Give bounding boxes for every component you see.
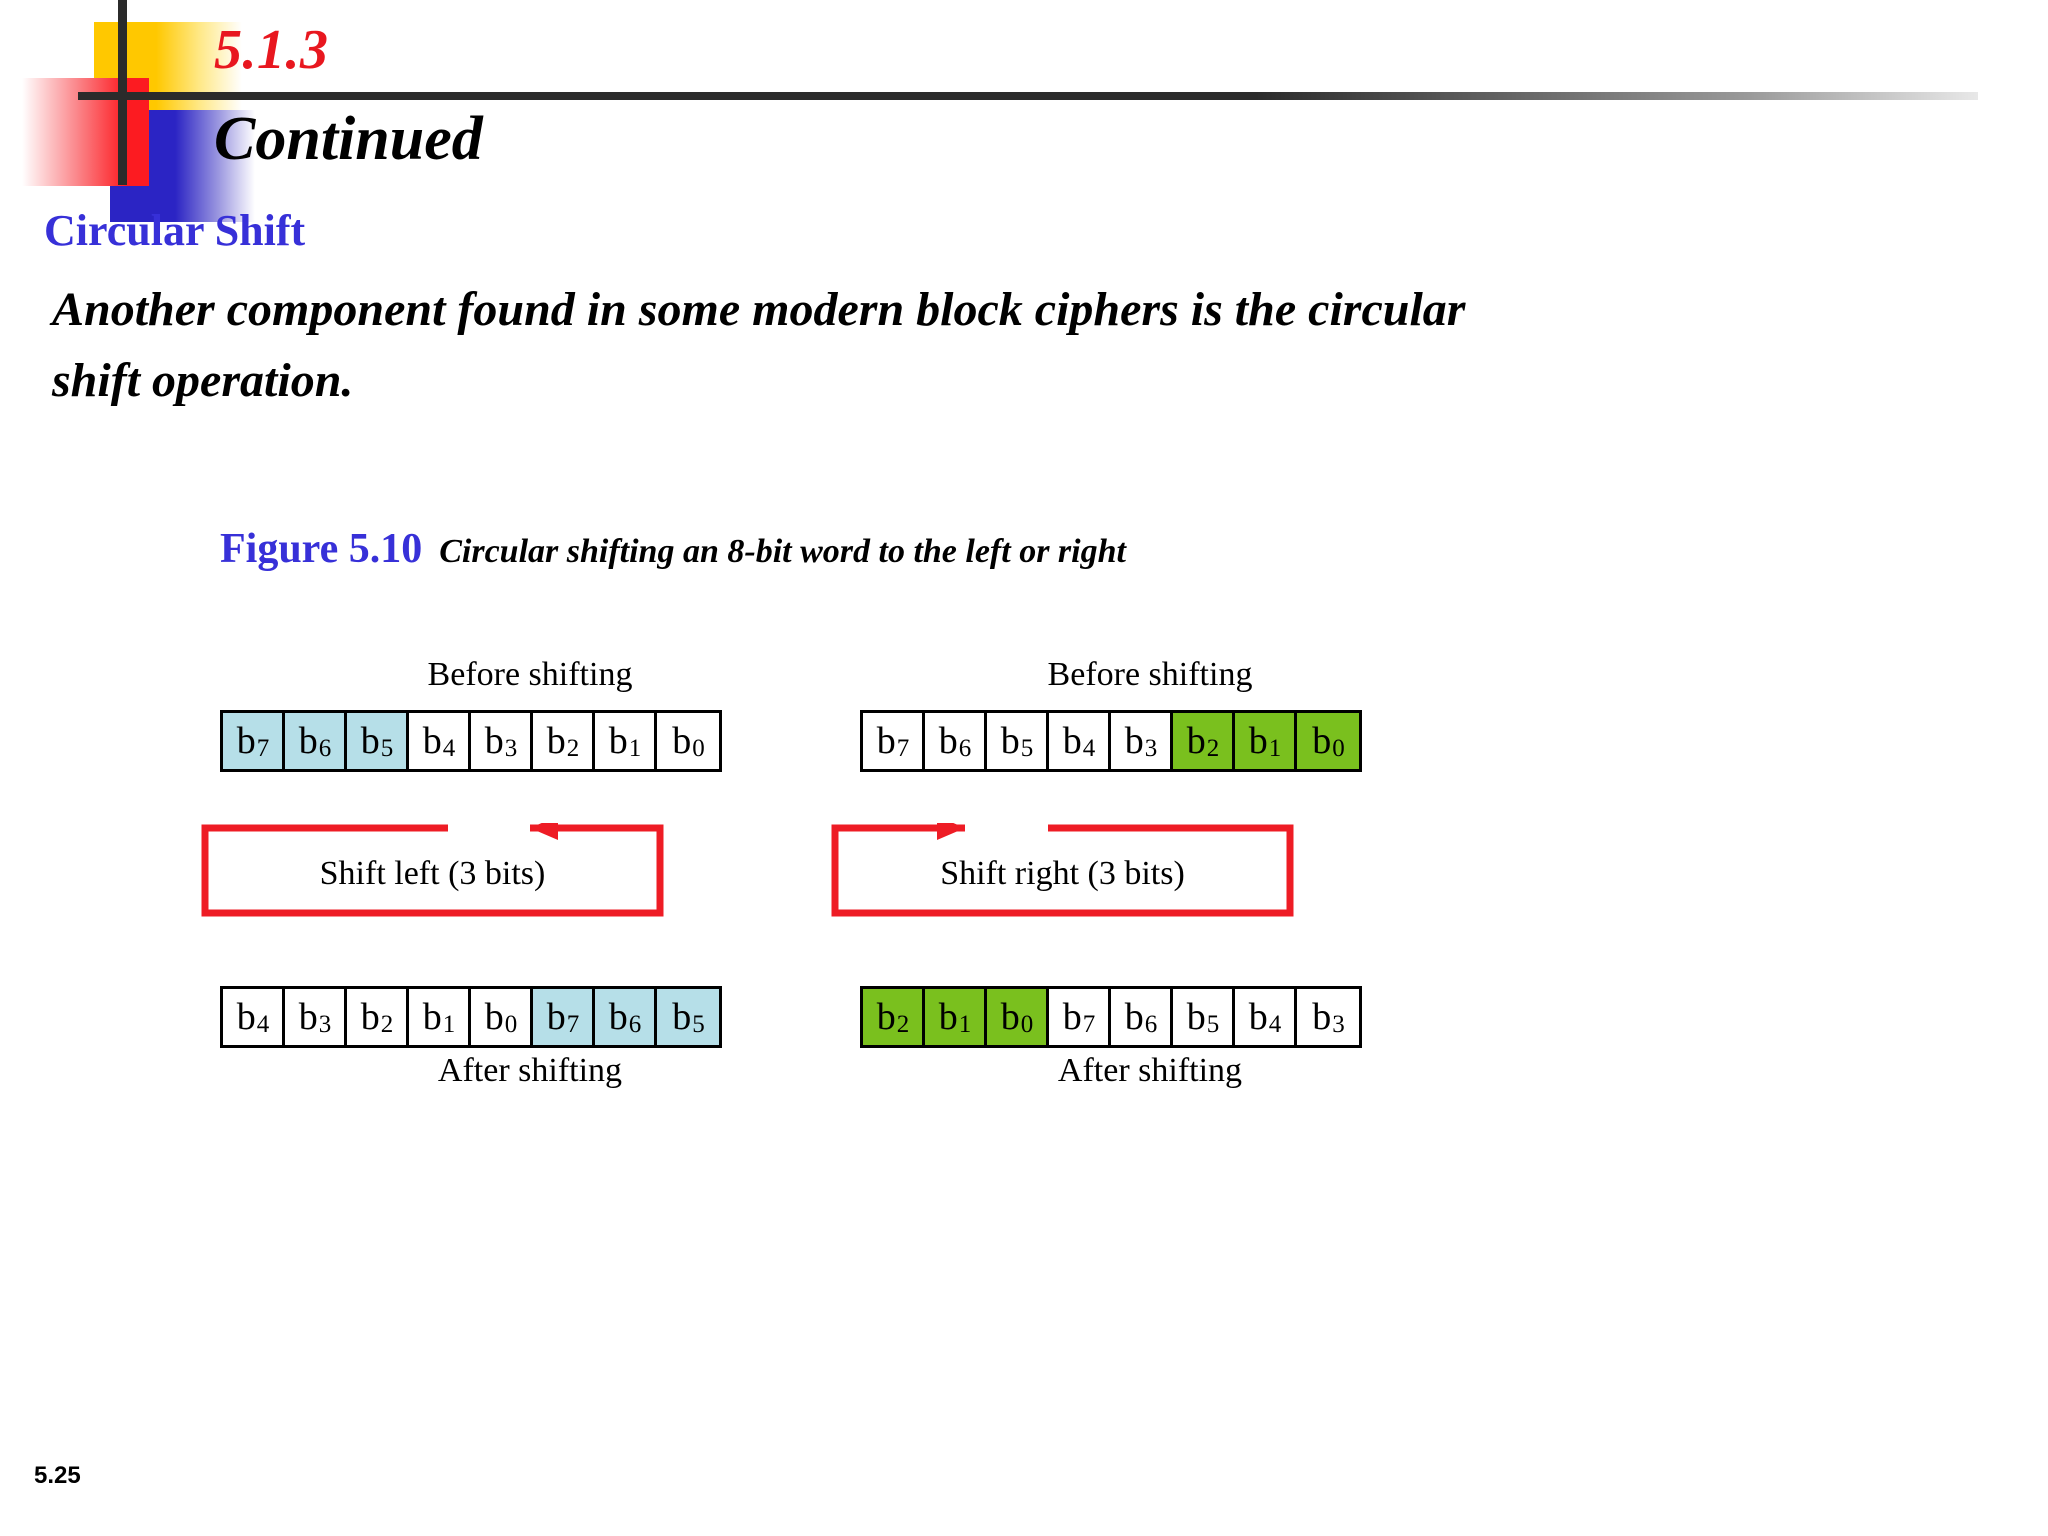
page-number: 5.25 [34,1462,81,1489]
page-title: Continued [214,105,483,173]
bit-index: 2 [380,1011,394,1038]
bit-index: 4 [1082,735,1096,762]
bit-index: 7 [566,1011,580,1038]
bit-index: 3 [504,735,518,762]
caption-after-shifting-left: After shifting [437,1052,623,1089]
bit-index: 4 [1268,1011,1282,1038]
header-logo-decoration [0,0,660,250]
shift-left-label: Shift left (3 bits) [319,855,546,892]
bit-index: 6 [318,735,332,762]
bit-index: 0 [1020,1011,1034,1038]
shift-right-loop: Shift right (3 bits) [830,823,1295,918]
bit-index: 1 [1268,735,1282,762]
bit-index: 0 [692,735,705,762]
section-number: 5.1.3 [214,19,329,81]
caption-after-shifting-right: After shifting [1057,1052,1243,1089]
bit-index: 7 [256,735,270,762]
shift-right-arrow-icon [831,823,1294,917]
bit-index: 1 [628,735,642,762]
bit-index: 3 [1144,735,1158,762]
bit-index: 6 [628,1011,642,1038]
bit-index: 4 [256,1011,270,1038]
bit-index: 3 [318,1011,332,1038]
figure-label: Figure 5.10 [220,526,423,572]
bit-index: 2 [566,735,580,762]
bit-index: 5 [692,1011,705,1038]
figure-caption: Figure 5.10 Circular shifting an 8-bit w… [220,524,1340,574]
bit-index: 0 [1332,735,1345,762]
caption-before-shifting-left: Before shifting [427,656,633,693]
shift-left-loop: Shift left (3 bits) [200,823,665,918]
bit-index: 7 [1082,1011,1096,1038]
bit-index: 3 [1332,1011,1345,1038]
bit-index: 6 [1144,1011,1158,1038]
bit-index: 5 [1206,1011,1220,1038]
figure-caption-text: Circular shifting an 8-bit word to the l… [439,533,1126,570]
bit-index: 2 [896,1011,910,1038]
header-horizontal-rule [78,92,1978,100]
bit-index: 1 [958,1011,972,1038]
bit-index: 6 [958,735,972,762]
bit-index: 5 [1020,735,1034,762]
bit-index: 1 [442,1011,456,1038]
bit-index: 0 [504,1011,518,1038]
bit-index: 4 [442,735,456,762]
shift-right-label: Shift right (3 bits) [940,855,1185,892]
bit-index: 5 [380,735,394,762]
bit-index: 7 [896,735,910,762]
section-heading: Circular Shift [44,206,306,255]
shift-left-arrow-icon [201,823,664,917]
bit-index: 2 [1206,735,1220,762]
caption-before-shifting-right: Before shifting [1047,656,1253,693]
body-paragraph: Another component found in some modern b… [52,283,1466,408]
